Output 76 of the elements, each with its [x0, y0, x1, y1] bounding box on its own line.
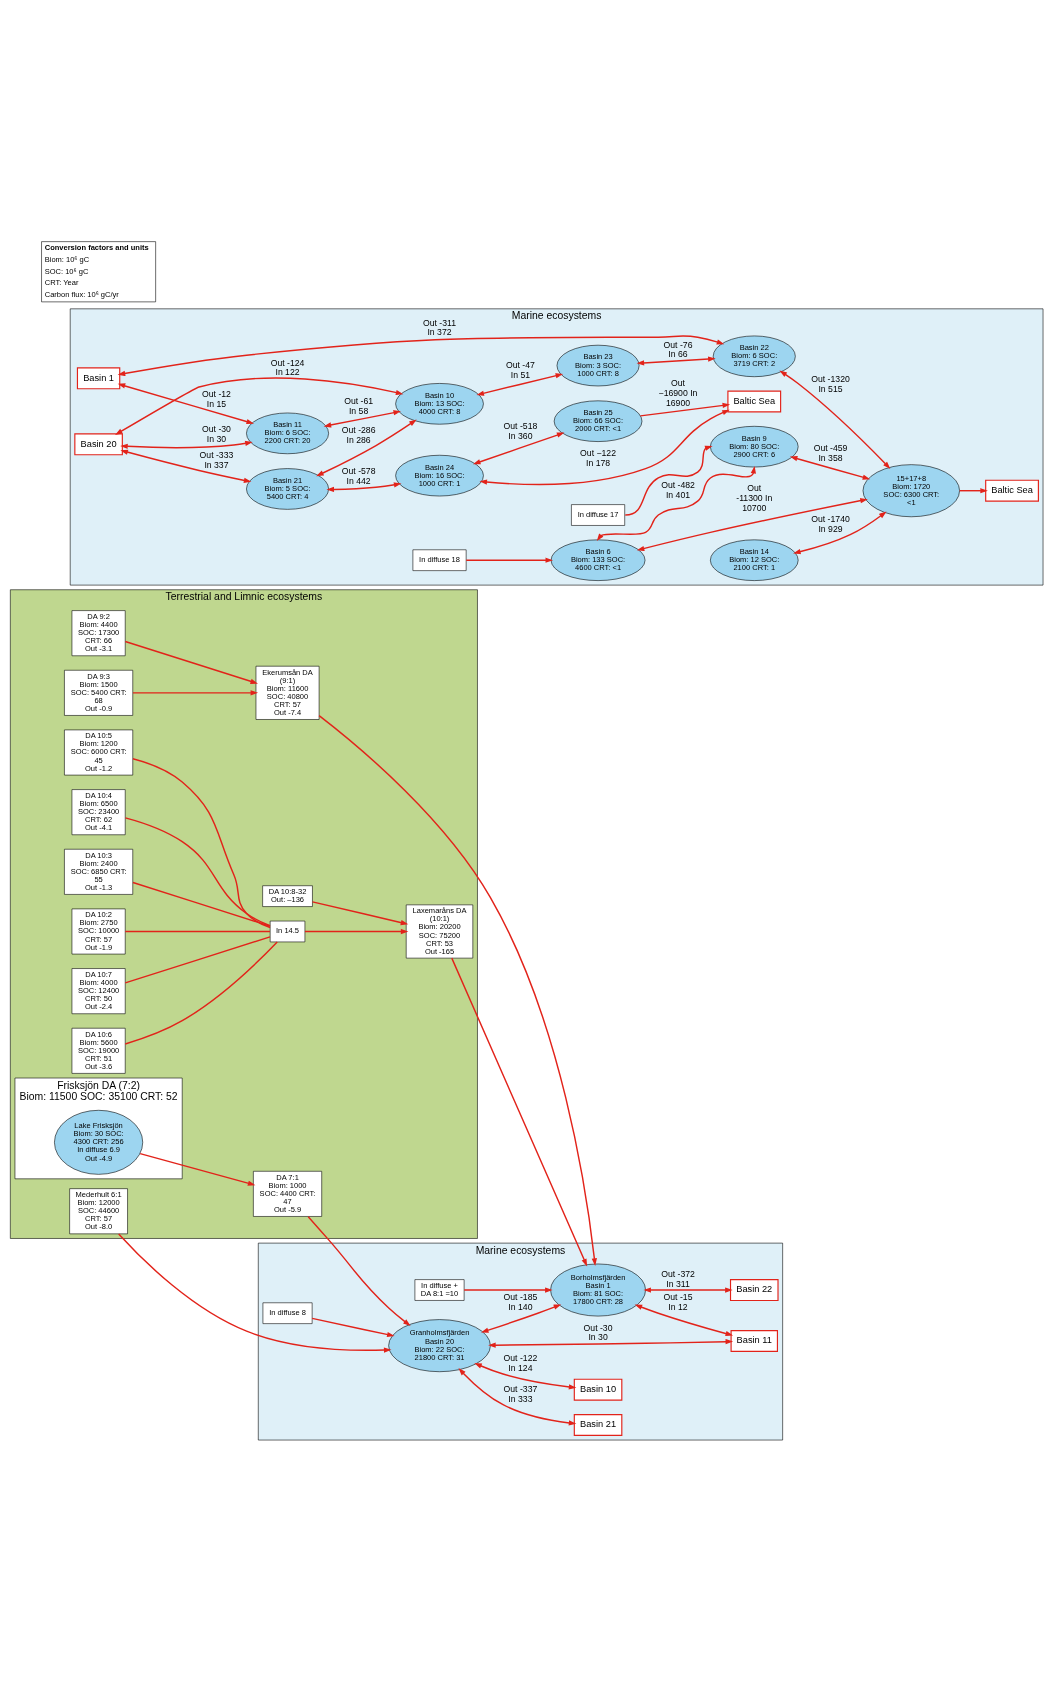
edge-label: Out -518 In 360	[503, 420, 538, 441]
node-box: Basin 22	[729, 1278, 779, 1301]
node-box: Basin 10	[573, 1378, 623, 1401]
node-box: Basin 20	[74, 432, 123, 455]
arrow	[488, 1338, 734, 1348]
edge-label: Out -311 In 372	[422, 317, 457, 337]
arrow	[117, 1232, 392, 1353]
edge-label: Out -1740 In 929	[811, 513, 850, 534]
connector	[124, 816, 271, 927]
edge-label: Out -76 In 66	[663, 339, 693, 359]
arrow	[326, 481, 402, 492]
arrow	[458, 1367, 577, 1425]
edge-label: Out -185 In 140	[503, 1291, 538, 1312]
edge-label: Out -286 In 286	[341, 424, 376, 445]
edge-label: Out -30 In 30	[202, 423, 231, 444]
arrow	[479, 409, 730, 485]
edge-label: Out -124 In 122	[270, 357, 305, 377]
edge-label: Out -15 In 12	[663, 1291, 693, 1312]
arrow	[636, 497, 868, 551]
arrow	[323, 409, 401, 428]
arrow	[643, 1286, 733, 1293]
arrow	[958, 487, 988, 493]
arrow	[307, 1215, 411, 1326]
node-box: Baltic Sea	[727, 390, 782, 412]
arrow	[634, 1304, 734, 1336]
connector	[124, 935, 271, 984]
arrow	[789, 455, 871, 480]
arrow	[117, 382, 255, 424]
arrow	[463, 1286, 553, 1293]
arrow	[451, 956, 588, 1266]
arrow	[793, 510, 887, 554]
edge-label: Out -47 In 51	[505, 359, 535, 380]
arrow	[311, 1317, 395, 1337]
edge-label: Out -1320 In 515	[811, 373, 850, 394]
connector	[124, 940, 278, 1045]
connector	[132, 757, 271, 928]
edge-label: Out -372 In 311	[661, 1268, 695, 1289]
arrow	[318, 714, 597, 1266]
edge-label: Out -30 In 30	[583, 1322, 613, 1342]
arrow	[596, 465, 756, 541]
edge-label: Out -482 In 401	[661, 479, 695, 500]
edge-label: Out −16900 In 16900	[658, 377, 698, 408]
connector	[132, 881, 271, 927]
arrow	[120, 440, 253, 449]
arrow	[115, 376, 404, 435]
arrow	[476, 372, 564, 396]
arrow	[139, 1152, 256, 1186]
node-box: Basin 1	[76, 366, 121, 389]
node-box: Baltic Sea	[985, 479, 1039, 502]
edge-label: Out -333 In 337	[199, 449, 234, 470]
edge-label: Out -578 In 442	[341, 465, 376, 486]
arrow	[472, 432, 565, 464]
arrow	[636, 355, 716, 365]
arrow	[639, 402, 731, 417]
arrow	[311, 900, 409, 925]
connector	[124, 930, 271, 932]
arrow	[117, 334, 725, 376]
arrow	[316, 419, 417, 476]
edge-label: Out -337 In 333	[503, 1383, 538, 1404]
edge-label: Out -61 In 58	[344, 395, 374, 416]
arrow	[474, 1362, 577, 1389]
edge-label: Out −122 In 178	[580, 447, 617, 468]
arrow	[120, 449, 252, 483]
edge-label: Out -12 In 15	[202, 388, 231, 409]
edge-label: Out -11300 In 10700	[736, 482, 773, 513]
arrow	[465, 557, 554, 563]
arrow	[304, 928, 409, 934]
node-box: Basin 21	[573, 1413, 623, 1436]
node-box: Basin 11	[730, 1329, 779, 1352]
arrow	[779, 370, 891, 469]
edge-label: Out -459 In 358	[813, 442, 848, 463]
arrow	[124, 640, 258, 684]
arrow	[624, 445, 713, 516]
edge-label: Out -122 In 124	[503, 1352, 538, 1373]
arrow	[132, 689, 259, 695]
arrow	[480, 1303, 562, 1333]
